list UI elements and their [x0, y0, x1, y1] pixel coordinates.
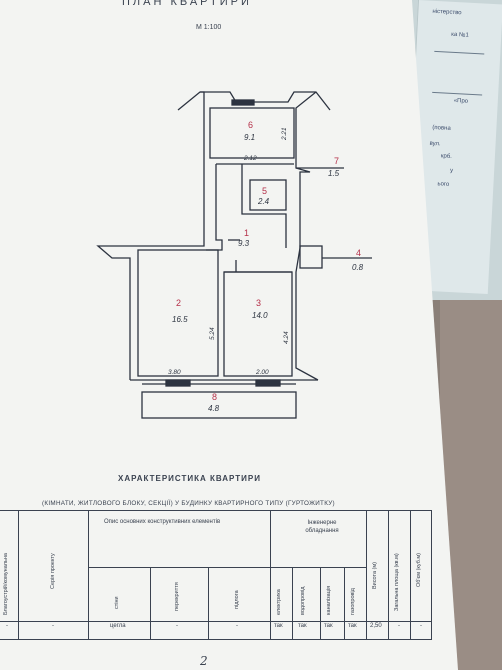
grid-v11	[410, 511, 411, 639]
dim-room-2-width: 3.80	[168, 369, 181, 376]
room-2-number: 2	[176, 298, 181, 308]
window-3	[231, 99, 255, 106]
grid-v6	[292, 567, 293, 639]
grid-h1	[88, 567, 366, 568]
room-2-outline	[137, 249, 219, 377]
col-volume-header: Об'єм (куб.м)	[416, 553, 422, 587]
room-8-area: 4.8	[208, 404, 220, 413]
grid-v3	[150, 567, 151, 639]
dim-room-2-height: 5.24	[209, 327, 216, 340]
group-construction-header: Опис основних конструктивних елементів	[104, 519, 221, 525]
col-area-header: Загальна площа (кв.м)	[394, 553, 400, 611]
grid-v2	[88, 511, 89, 639]
sub-flooring-header: підлога	[234, 590, 240, 609]
dim-room-3-width: 2.00	[255, 369, 269, 376]
grid-v4	[208, 567, 209, 639]
dim-room-6-height: 2.21	[281, 127, 288, 141]
col-height-header: Висота (м)	[372, 562, 378, 589]
cell-flooring: -	[236, 623, 238, 629]
cell-sewer: так	[324, 623, 333, 629]
page-number: 2	[200, 654, 208, 668]
room-1-area: 9.3	[238, 239, 250, 248]
dim-corridor-width: 2.12	[243, 155, 257, 162]
room-6-number: 6	[248, 120, 253, 130]
room-3-area: 14.0	[252, 311, 268, 320]
room-6-area: 9.1	[244, 133, 255, 142]
grid-v9	[366, 511, 367, 639]
wall-upper-left	[96, 91, 205, 380]
cell-volume: -	[420, 623, 422, 629]
room-labels: 6 5 7 1 4 2 3 8	[176, 120, 361, 402]
room-3-number: 3	[256, 298, 261, 308]
sub-water-header: водопровід	[300, 586, 306, 615]
room-4-outline	[299, 245, 323, 269]
plan-title: ПЛАН КВАРТИРИ	[122, 0, 252, 8]
wall-right	[295, 91, 319, 381]
cell-area: -	[398, 623, 400, 629]
wall-hall-right	[241, 164, 287, 248]
wall-top	[200, 91, 331, 111]
cell-left: -	[6, 623, 8, 629]
cell-series: -	[52, 623, 54, 629]
sub-sewer-header: каналізація	[326, 585, 332, 615]
characteristics-subtitle: (КІМНАТИ, ЖИТЛОВОГО БЛОКУ, СЕКЦІЇ) У БУД…	[42, 500, 335, 507]
cell-gas: так	[348, 623, 357, 629]
room-7-number: 7	[334, 156, 339, 166]
characteristics-table: Благоустрій/комунальна Серія проекту Опи…	[0, 510, 432, 640]
balcony	[141, 391, 297, 419]
grid-v8	[344, 567, 345, 639]
grid-h2	[0, 621, 432, 622]
grid-v7	[320, 567, 321, 639]
room-4-number: 4	[356, 248, 361, 258]
floor-plan-sheet	[0, 0, 458, 670]
room-1-number: 1	[244, 228, 249, 238]
room-7-area: 1.5	[328, 169, 340, 178]
room-5-number: 5	[262, 186, 267, 196]
grid-v5	[270, 511, 271, 639]
grid-v1	[18, 511, 19, 639]
group-engineering-header: Інженерне обладнання	[305, 520, 339, 534]
room-5-outline	[249, 179, 287, 211]
cell-water: так	[298, 623, 307, 629]
sub-electric-header: електрика	[276, 589, 282, 615]
room-2-area: 16.5	[172, 315, 188, 324]
col-series-header: Серія проекту	[50, 553, 56, 589]
floor-plan-drawing: 6 5 7 1 4 2 3 8 9.1 2.4 1.5 9.3 0.8 16.5…	[96, 91, 372, 419]
cell-floors: -	[176, 623, 178, 629]
room-3-outline	[223, 271, 293, 377]
window-1	[165, 379, 191, 387]
characteristics-title: ХАРАКТЕРИСТИКА КВАРТИРИ	[118, 474, 262, 483]
room-4-area: 0.8	[352, 263, 364, 272]
grid-v10	[388, 511, 389, 639]
col-left-header: Благоустрій/комунальна	[3, 553, 9, 615]
wall-hall	[206, 164, 223, 251]
room-areas: 9.1 2.4 1.5 9.3 0.8 16.5 14.0 4.8	[172, 133, 364, 413]
sub-floors-header: перекриття	[174, 582, 180, 611]
sub-walls-header: стіни	[114, 596, 120, 609]
room-8-number: 8	[212, 392, 217, 402]
window-2	[255, 379, 281, 387]
cell-walls: цегла	[110, 623, 126, 629]
sub-gas-header: газопровід	[350, 588, 356, 615]
room-5-area: 2.4	[257, 197, 270, 206]
cell-height: 2,50	[370, 623, 382, 629]
walls	[96, 91, 372, 419]
plan-dimensions: 2.21 2.12 5.24 4.24 3.80 2.00	[168, 127, 290, 376]
room-6-outline	[209, 107, 295, 159]
plan-scale: М 1:100	[196, 24, 222, 31]
cell-electric: так	[274, 623, 283, 629]
dim-room-3-height: 4.24	[283, 331, 290, 344]
